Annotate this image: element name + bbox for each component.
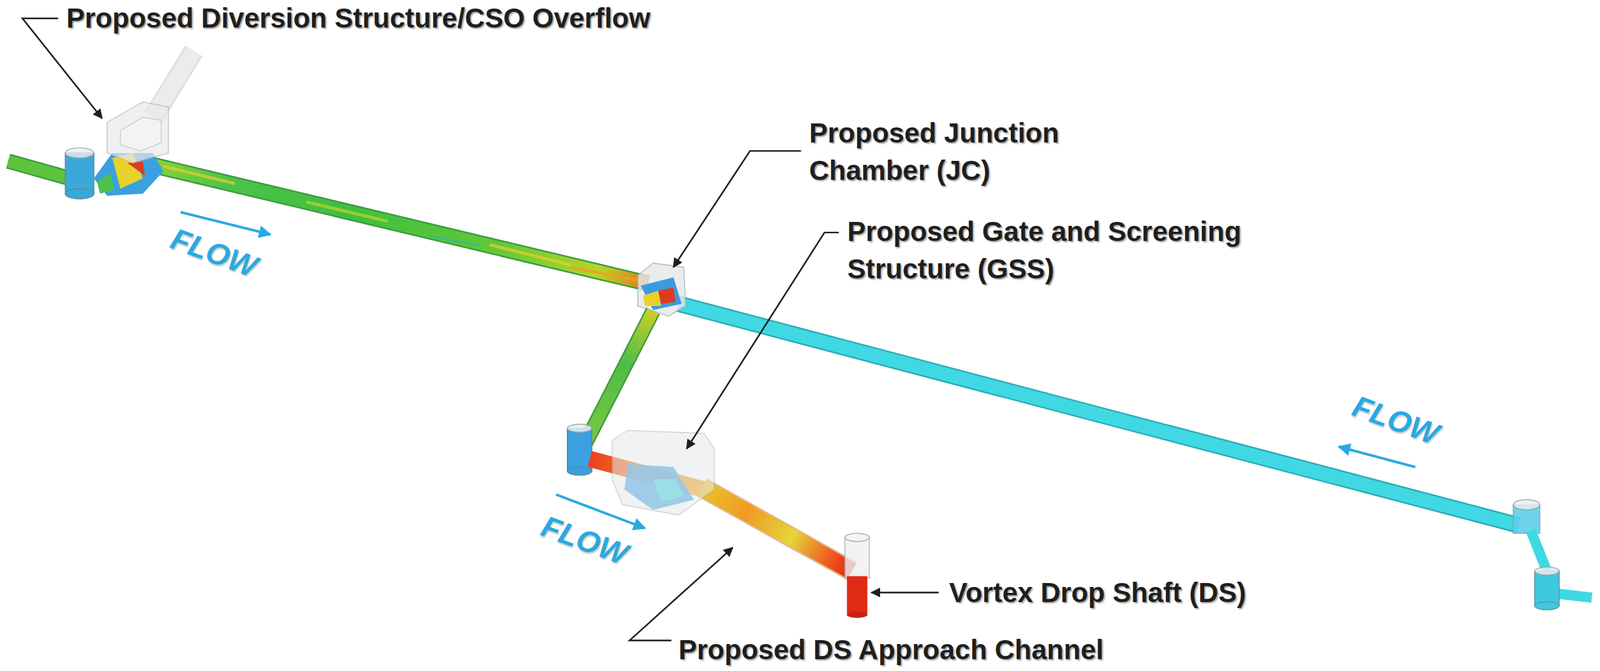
cyan-pipe bbox=[1555, 593, 1592, 598]
junction-box bbox=[637, 263, 686, 317]
cylinder-base bbox=[567, 466, 592, 475]
cylinder-base bbox=[1534, 601, 1560, 610]
leader-line bbox=[871, 591, 940, 594]
leader-line bbox=[629, 547, 734, 641]
leader-line bbox=[687, 232, 839, 449]
velocity-blob bbox=[641, 277, 682, 311]
flow-arrow bbox=[1338, 446, 1416, 467]
cyan-pipe bbox=[1530, 530, 1547, 572]
shaft-flow bbox=[846, 576, 867, 616]
velocity-blob bbox=[97, 173, 115, 194]
inflow-pipe bbox=[7, 160, 73, 180]
callout-label: Vortex Drop Shaft (DS) bbox=[949, 574, 1246, 613]
approach-channel bbox=[702, 487, 852, 571]
flow-streak bbox=[306, 202, 388, 223]
shaft-base bbox=[846, 612, 867, 619]
flow-label: FLOW bbox=[166, 222, 263, 284]
velocity-blob bbox=[643, 290, 662, 307]
cylinder-top bbox=[65, 147, 94, 159]
cylinder-top bbox=[1513, 499, 1540, 511]
pipe-outline bbox=[583, 311, 654, 448]
gss-box bbox=[612, 430, 714, 515]
flow-streak bbox=[428, 235, 481, 247]
cylinder-body bbox=[567, 428, 592, 471]
flow-label: FLOW bbox=[1348, 389, 1444, 452]
pipe-outline bbox=[153, 165, 648, 284]
cylinder-top bbox=[1534, 567, 1560, 576]
flow-streak bbox=[489, 244, 572, 266]
velocity-blob bbox=[658, 287, 676, 305]
shaft-top bbox=[844, 533, 869, 542]
cylinder-body bbox=[65, 153, 94, 194]
shaft-body bbox=[844, 537, 869, 579]
cylinder-body bbox=[1534, 571, 1560, 607]
cylinder-base bbox=[65, 188, 94, 200]
callout-label: Proposed Junction Chamber (JC) bbox=[809, 114, 1151, 190]
flow-streak bbox=[163, 166, 236, 184]
velocity-blob bbox=[127, 160, 145, 176]
leader-line bbox=[673, 151, 801, 268]
pipe-outline bbox=[702, 487, 852, 571]
callout-label: Proposed Diversion Structure/CSO Overflo… bbox=[66, 0, 651, 38]
callout-label: Proposed Gate and Screening Structure (G… bbox=[847, 213, 1347, 288]
diversion-box bbox=[107, 101, 169, 163]
branch-pipe bbox=[583, 311, 654, 448]
pipe-outline bbox=[678, 304, 1519, 526]
pipe-outline bbox=[7, 160, 73, 180]
cyan-pipe bbox=[678, 304, 1519, 526]
main-pipe bbox=[153, 165, 648, 284]
cylinder-top bbox=[567, 424, 592, 433]
diversion-box bbox=[120, 117, 161, 152]
flow-streak bbox=[571, 267, 644, 282]
callout-label: Proposed DS Approach Channel bbox=[678, 631, 1104, 670]
